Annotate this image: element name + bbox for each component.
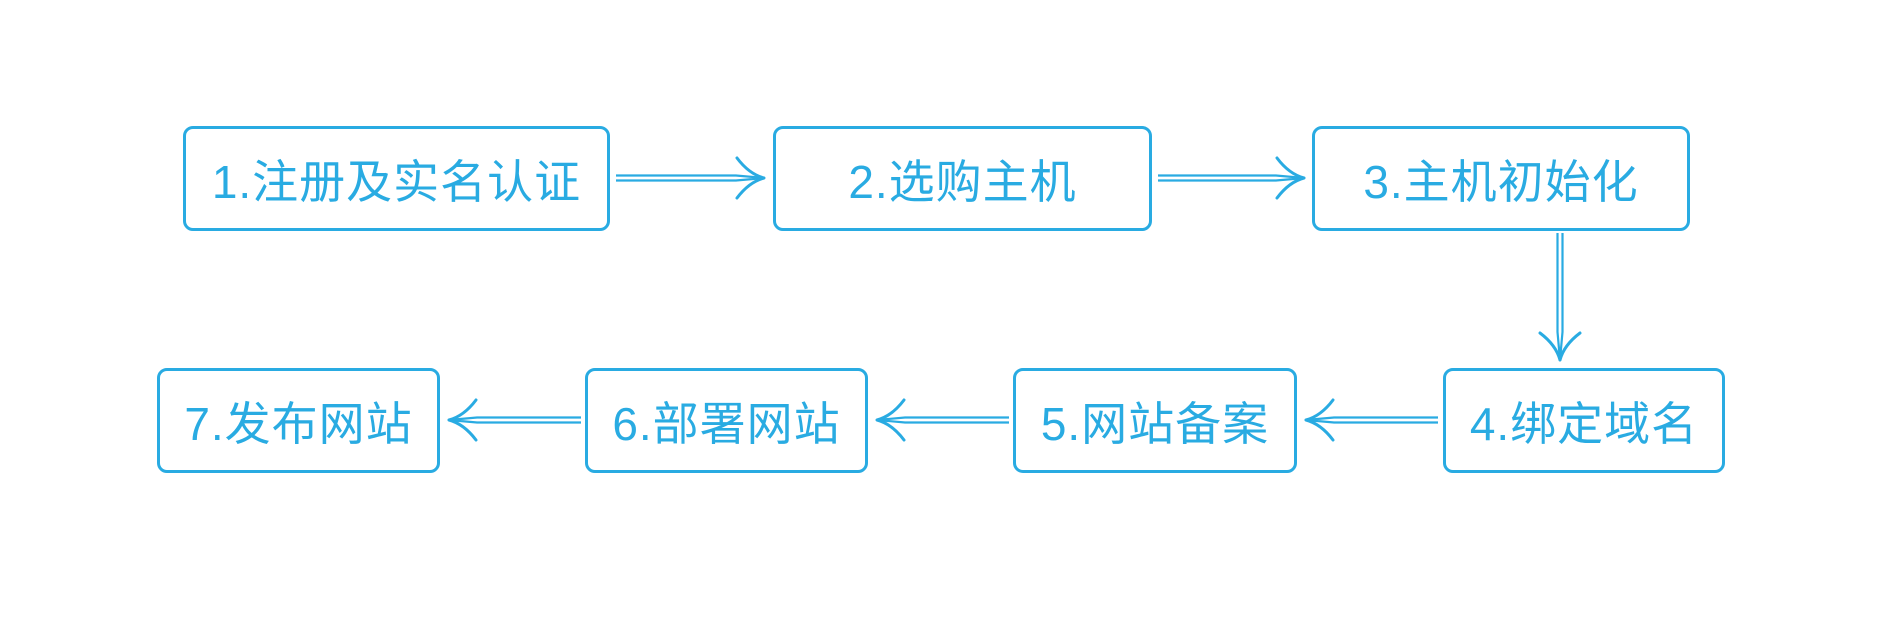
flow-node-label: 4.绑定域名 [1469, 397, 1699, 450]
arrow-left-icon [875, 398, 1009, 442]
arrow-down-icon [1538, 233, 1582, 362]
flow-node-publish-website: 7.发布网站 [157, 368, 440, 473]
flow-node-deploy-website: 6.部署网站 [585, 368, 868, 473]
arrow-right-icon [616, 156, 766, 200]
flow-node-website-filing: 5.网站备案 [1013, 368, 1297, 473]
arrow-left-icon [447, 398, 581, 442]
arrow-left-icon [1304, 398, 1438, 442]
flow-node-label: 6.部署网站 [612, 397, 841, 450]
flow-node-label: 3.主机初始化 [1363, 155, 1639, 208]
flow-node-label: 5.网站备案 [1040, 397, 1270, 450]
flow-node-host-init: 3.主机初始化 [1312, 126, 1690, 231]
flow-node-label: 2.选购主机 [848, 155, 1077, 208]
arrow-right-icon [1158, 156, 1306, 200]
flow-node-register: 1.注册及实名认证 [183, 126, 610, 231]
flow-node-label: 7.发布网站 [184, 397, 413, 450]
flow-node-label: 1.注册及实名认证 [211, 155, 582, 208]
flow-node-bind-domain: 4.绑定域名 [1443, 368, 1725, 473]
flow-node-purchase-host: 2.选购主机 [773, 126, 1152, 231]
